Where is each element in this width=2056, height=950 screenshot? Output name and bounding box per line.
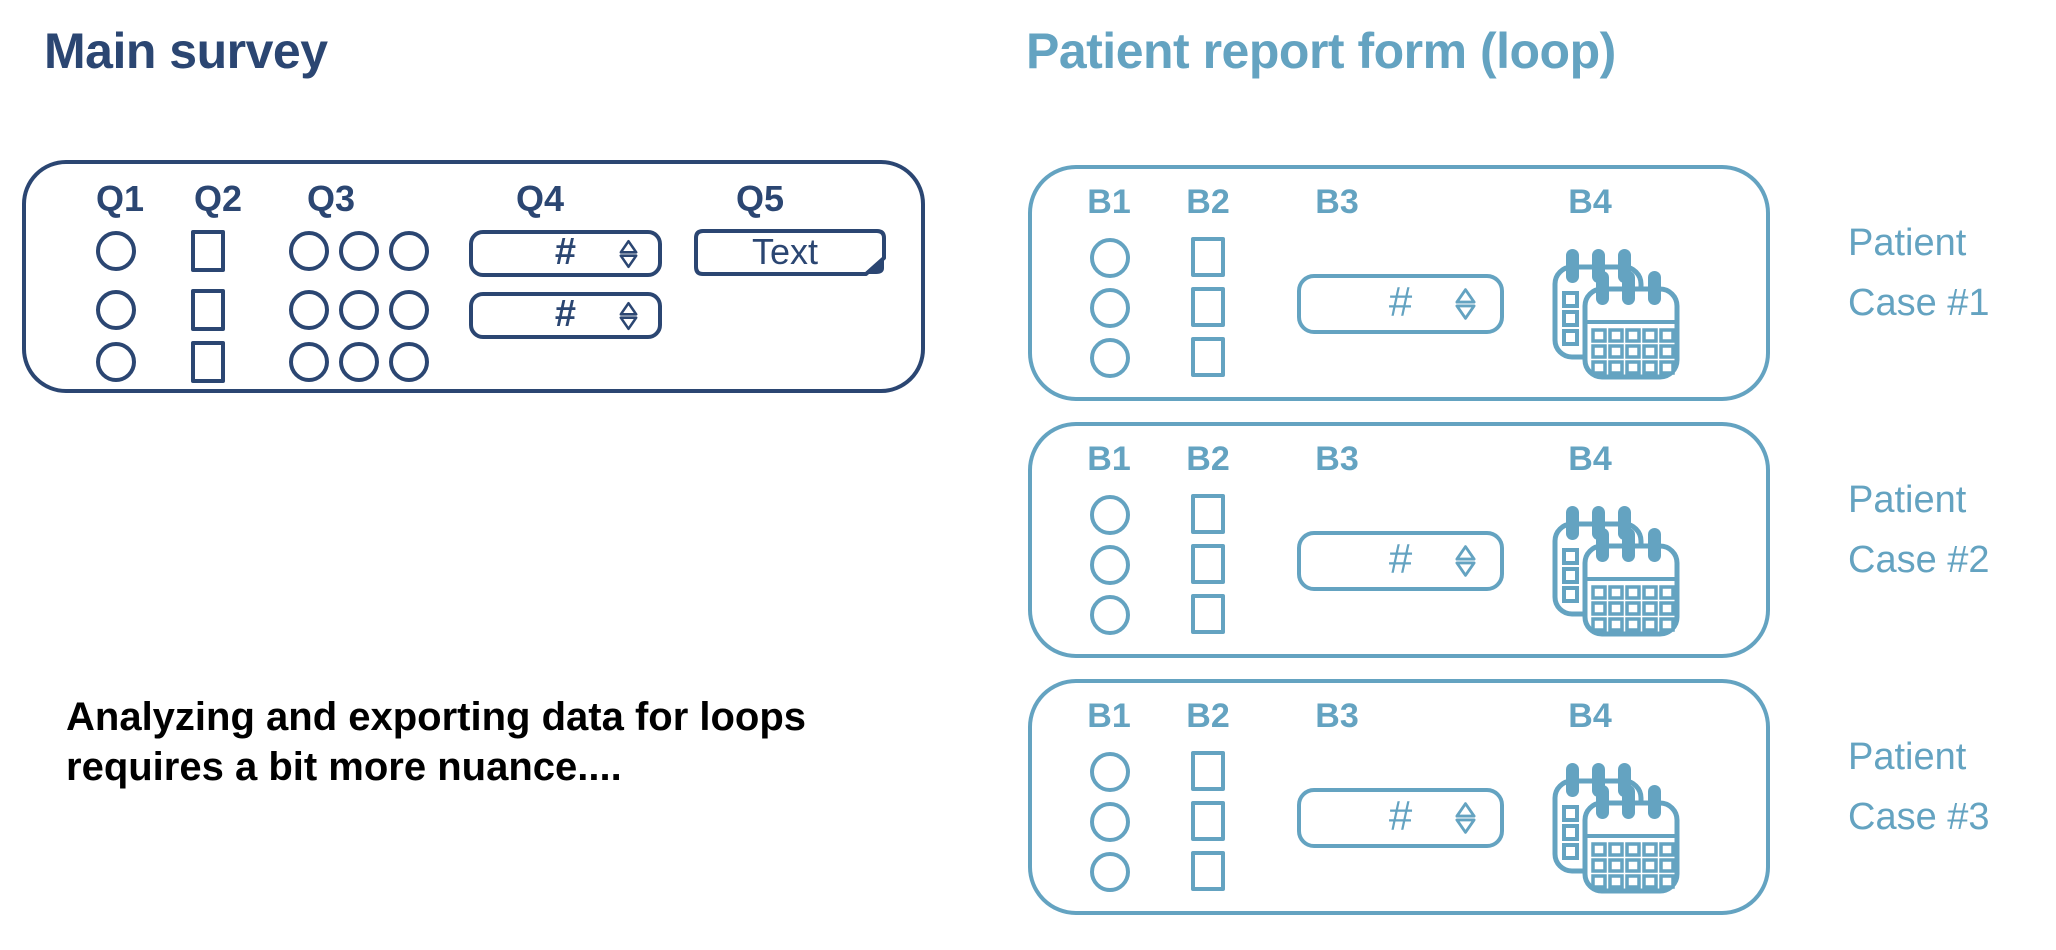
number-input: # [1297, 274, 1504, 334]
number-sign: # [554, 230, 577, 273]
radio-icon [96, 231, 136, 271]
number-sign: # [1388, 792, 1413, 840]
patient-block-1: B1 B2 B3 B4 # [1028, 165, 1770, 401]
number-sign: # [554, 292, 577, 335]
block-label-b4: B4 [1568, 440, 1612, 478]
case-label-line1: Patient [1848, 736, 1967, 778]
radio-icon [339, 231, 379, 271]
checkbox-icon [191, 289, 225, 331]
radio-icon [339, 342, 379, 382]
radio-icon [1090, 338, 1130, 378]
checkbox-icon [1191, 237, 1225, 277]
checkbox-icon [1191, 494, 1225, 534]
block-label-b4: B4 [1568, 183, 1612, 221]
block-label-b2: B2 [1186, 440, 1230, 478]
block-label-b4: B4 [1568, 697, 1612, 735]
block-label-b2: B2 [1186, 183, 1230, 221]
checkbox-icon [191, 341, 225, 383]
radio-icon [96, 342, 136, 382]
radio-icon [339, 290, 379, 330]
radio-icon [1090, 288, 1130, 328]
checkbox-icon [1191, 594, 1225, 634]
main-survey-title: Main survey [44, 23, 328, 79]
loop-row-2: B1 B2 B3 B4 # Patient Case #2 [1028, 422, 2056, 658]
radio-icon [289, 342, 329, 382]
radio-icon [389, 342, 429, 382]
case-label-2: Patient Case #2 [1848, 470, 1990, 590]
radio-icon [389, 231, 429, 271]
case-label-line1: Patient [1848, 479, 1967, 521]
calendar-stack-icon [1552, 245, 1680, 382]
number-input: # [1297, 531, 1504, 591]
case-label-line2: Case #1 [1848, 282, 1990, 324]
block-label-b1: B1 [1087, 183, 1131, 221]
caption-text: Analyzing and exporting data for loops r… [66, 692, 806, 792]
radio-icon [1090, 852, 1130, 892]
radio-icon [1090, 238, 1130, 278]
block-label-b3: B3 [1315, 440, 1359, 478]
number-input: # [469, 230, 662, 277]
radio-icon [289, 290, 329, 330]
page-fold-icon [694, 229, 886, 276]
radio-icon [1090, 802, 1130, 842]
caption-line2: requires a bit more nuance.... [66, 745, 622, 789]
question-label-q4: Q4 [515, 178, 565, 219]
case-label-3: Patient Case #3 [1848, 727, 1990, 847]
checkbox-icon [1191, 337, 1225, 377]
radio-icon [1090, 752, 1130, 792]
case-label-line2: Case #2 [1848, 539, 1990, 581]
question-label-q5: Q5 [735, 178, 785, 219]
patient-block-2: B1 B2 B3 B4 # [1028, 422, 1770, 658]
radio-icon [96, 290, 136, 330]
number-input: # [469, 292, 662, 339]
question-label-q3: Q3 [306, 178, 356, 219]
block-label-b3: B3 [1315, 697, 1359, 735]
text-input-label: Text [751, 230, 819, 272]
calendar-stack-icon [1552, 502, 1680, 639]
radio-icon [1090, 595, 1130, 635]
checkbox-icon [1191, 287, 1225, 327]
caption-line1: Analyzing and exporting data for loops [66, 695, 807, 739]
loop-row-3: B1 B2 B3 B4 # Patient Case #3 [1028, 679, 2056, 915]
loop-form-title: Patient report form (loop) [1026, 23, 1616, 79]
checkbox-icon [1191, 544, 1225, 584]
number-spinner-icon [619, 239, 638, 268]
radio-icon [1090, 495, 1130, 535]
calendar-stack-icon [1552, 759, 1680, 896]
checkbox-icon [191, 230, 225, 272]
case-label-line1: Patient [1848, 222, 1967, 264]
question-label-q1: Q1 [95, 178, 145, 219]
case-label-1: Patient Case #1 [1848, 213, 1990, 333]
checkbox-icon [1191, 851, 1225, 891]
patient-block-3: B1 B2 B3 B4 # [1028, 679, 1770, 915]
question-label-q2: Q2 [193, 178, 243, 219]
radio-icon [1090, 545, 1130, 585]
block-label-b1: B1 [1087, 440, 1131, 478]
number-sign: # [1388, 535, 1413, 583]
text-input: Text [694, 229, 886, 276]
checkbox-icon [1191, 801, 1225, 841]
number-input: # [1297, 788, 1504, 848]
number-sign: # [1388, 278, 1413, 326]
number-spinner-icon [619, 301, 638, 330]
block-label-b3: B3 [1315, 183, 1359, 221]
radio-icon [289, 231, 329, 271]
number-spinner-icon [1455, 288, 1476, 320]
number-spinner-icon [1455, 802, 1476, 834]
checkbox-icon [1191, 751, 1225, 791]
main-survey-panel: Q1 Q2 Q3 Q4 Q5 # # [22, 160, 925, 393]
loop-row-1: B1 B2 B3 B4 # Patient Case #1 [1028, 165, 2056, 401]
block-label-b2: B2 [1186, 697, 1230, 735]
number-spinner-icon [1455, 545, 1476, 577]
radio-icon [389, 290, 429, 330]
case-label-line2: Case #3 [1848, 796, 1990, 838]
block-label-b1: B1 [1087, 697, 1131, 735]
